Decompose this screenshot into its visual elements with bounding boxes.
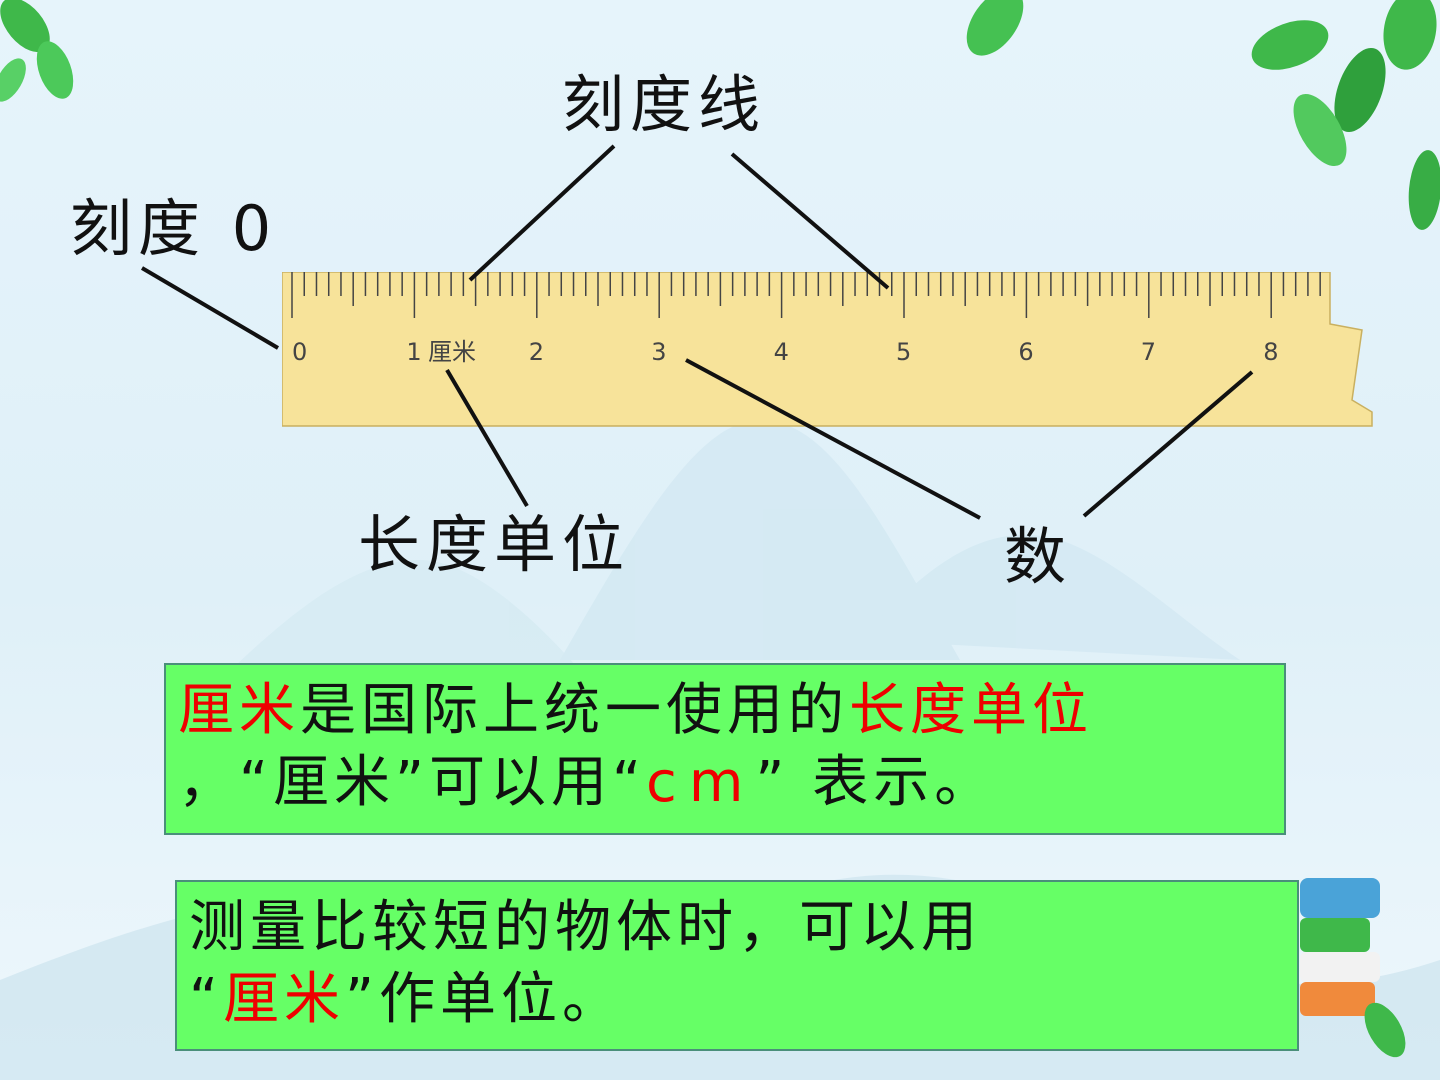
ruler-number: 5 — [896, 338, 911, 366]
label-tick-line: 刻度线 — [562, 68, 767, 141]
leaf-bottom-right — [1364, 1002, 1406, 1058]
text-definition: 是国际上统一使用的 — [300, 678, 849, 743]
label-number: 数 — [1004, 520, 1073, 593]
ruler-number: 0 — [292, 338, 307, 366]
pointer-number-3 — [685, 358, 981, 520]
ruler: 0 1 2 3 4 5 6 7 8 厘米 — [282, 272, 1373, 427]
text-centimeter-2: 厘米 — [223, 967, 346, 1032]
pointer-tick-right — [730, 152, 890, 290]
leaf-cluster-top-right — [1251, 0, 1440, 230]
leaf-cluster-top-left — [0, 0, 74, 102]
usage-box: 测量比较短的物体时，可以用 “厘米”作单位。 — [175, 880, 1299, 1051]
pointer-tick-left — [468, 144, 616, 282]
pointer-number-8 — [1082, 370, 1254, 518]
ruler-number: 4 — [774, 338, 789, 366]
text-centimeter: 厘米 — [178, 678, 300, 743]
text-notation-prefix: ，“厘米”可以用“ — [178, 750, 647, 815]
text-notation-suffix: ” 表示。 — [755, 750, 996, 815]
text-usage-suffix: ”作单位。 — [345, 967, 624, 1032]
books-icon — [1300, 878, 1380, 1016]
ruler-body — [282, 272, 1373, 427]
ruler-number: 2 — [529, 338, 544, 366]
ruler-numbers: 0 1 2 3 4 5 6 7 8 — [292, 338, 1278, 366]
label-length-unit: 长度单位 — [358, 508, 631, 581]
ruler-number: 3 — [651, 338, 666, 366]
ruler-unit-label: 厘米 — [428, 338, 476, 366]
label-zero-mark: 刻度 0 — [70, 192, 278, 265]
leaf-top-center — [966, 0, 1024, 56]
ruler-number: 6 — [1018, 338, 1033, 366]
ruler-number: 1 — [406, 338, 421, 366]
pointer-unit — [445, 368, 529, 508]
definition-box: 厘米是国际上统一使用的长度单位 ，“厘米”可以用“cm” 表示。 — [164, 663, 1286, 835]
ruler-tick-marks — [291, 272, 1321, 318]
ruler-number: 8 — [1263, 338, 1278, 366]
text-length-unit: 长度单位 — [849, 678, 1093, 743]
text-quote-open: “ — [189, 967, 224, 1032]
text-usage: 测量比较短的物体时，可以用 — [189, 895, 982, 960]
text-cm: cm — [646, 750, 756, 815]
pointer-zero — [140, 266, 280, 350]
ruler-number: 7 — [1141, 338, 1156, 366]
